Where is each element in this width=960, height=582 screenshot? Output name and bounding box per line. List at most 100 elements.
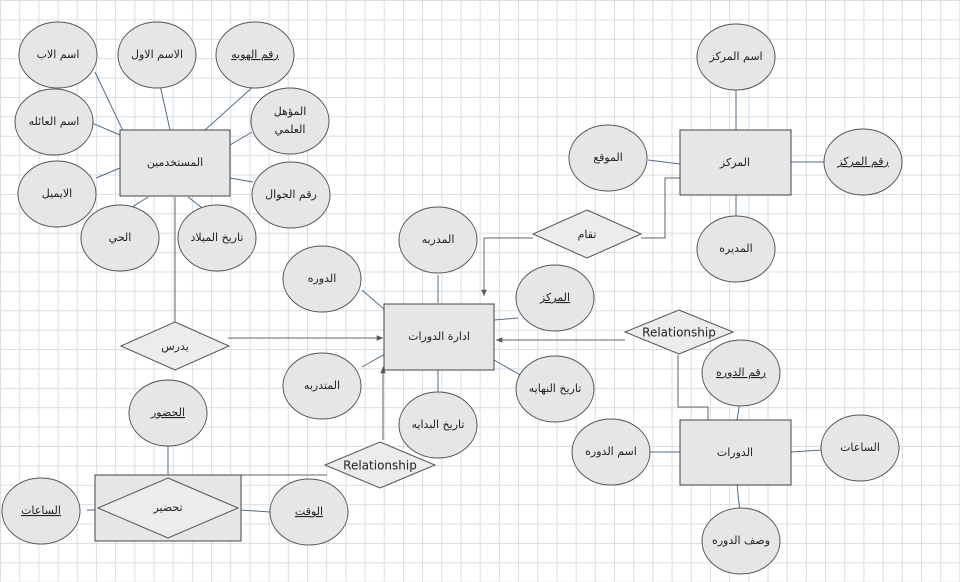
flow-line — [481, 237, 533, 296]
attribute-family-name[interactable]: اسم العائله — [14, 88, 94, 156]
connector — [493, 317, 519, 321]
attribute-ellipse — [251, 161, 331, 229]
flow-line — [677, 355, 709, 420]
attribute-ellipse — [398, 206, 478, 274]
relationship-diamond — [323, 441, 437, 489]
identifying-relationship — [96, 477, 240, 539]
attribute-course-hours[interactable]: الساعات — [820, 414, 900, 482]
attribute-label: المركز — [539, 291, 570, 304]
connector — [790, 449, 823, 453]
attribute-location[interactable]: الموقع — [568, 124, 648, 192]
entity-label: تحضير — [152, 501, 182, 514]
entity-box — [119, 129, 231, 197]
attribute-trainer[interactable]: المدربه — [398, 206, 478, 274]
attribute-end-date[interactable]: تاريخ النهايه — [515, 355, 595, 423]
attribute-course[interactable]: الدوره — [282, 245, 362, 313]
attribute-father-name[interactable]: اسم الاب — [18, 21, 98, 89]
attribute-ellipse — [696, 215, 776, 283]
attribute-ellipse — [282, 352, 362, 420]
attribute-birth-date[interactable]: تاريخ الميلاد — [177, 204, 257, 272]
attribute-label: العلمي — [275, 123, 306, 136]
attribute-center-manager[interactable]: المديره — [696, 215, 776, 283]
attribute-id-number[interactable]: رقم الهويه — [215, 21, 295, 89]
relationship-label: Relationship — [642, 326, 716, 340]
relationship-teaches[interactable]: يدرس — [119, 321, 231, 371]
attribute-ellipse — [568, 124, 648, 192]
attribute-ellipse — [1, 477, 81, 545]
attribute-start-date[interactable]: تاريخ البدايه — [398, 391, 478, 459]
attribute-ellipse — [515, 264, 595, 332]
relationship-label: Relationship — [343, 459, 417, 473]
attribute-ellipse — [701, 507, 781, 575]
relationship-diamond — [531, 209, 643, 259]
attribute-ellipse — [215, 21, 295, 89]
attribute-label: الساعات — [21, 504, 61, 517]
relationship-diamond — [623, 309, 735, 355]
connector — [493, 359, 523, 377]
entity-users[interactable]: المستخدمين — [119, 129, 231, 197]
entity-courses[interactable]: الدورات — [679, 419, 792, 486]
attribute-label: اسم الدوره — [585, 445, 637, 458]
attribute-ellipse — [701, 339, 781, 407]
attribute-attendance-hours[interactable]: الساعات — [1, 477, 81, 545]
attribute-label: اسم العائله — [29, 115, 80, 128]
attribute-ellipse — [250, 87, 330, 155]
relationship-belongs-to[interactable]: تقام — [531, 209, 643, 259]
relationship-label: يدرس — [161, 340, 189, 353]
entity-center[interactable]: المركز — [679, 129, 792, 196]
connector — [239, 509, 271, 513]
attribute-label: تاريخ النهايه — [529, 382, 582, 395]
attribute-label: الساعات — [840, 441, 880, 454]
connector — [361, 353, 386, 368]
attribute-course-name[interactable]: اسم الدوره — [571, 418, 651, 486]
relationship-courses[interactable]: Relationship — [623, 309, 735, 355]
attribute-label: المؤهل — [274, 105, 307, 118]
attribute-mgmt-center[interactable]: المركز — [515, 264, 595, 332]
attribute-ellipse — [696, 23, 776, 91]
attribute-label: الايميل — [42, 187, 72, 200]
attribute-ellipse — [18, 21, 98, 89]
attribute-ellipse — [128, 379, 208, 447]
entity-label: المستخدمين — [147, 156, 203, 169]
attribute-course-number[interactable]: رقم الدوره — [701, 339, 781, 407]
attribute-label: المديره — [719, 242, 752, 255]
attribute-label: رقم المركز — [836, 155, 889, 168]
attribute-ellipse — [269, 478, 349, 546]
entity-box — [679, 419, 792, 486]
attribute-ellipse — [282, 245, 362, 313]
attribute-qualification[interactable]: المؤهل العلمي — [250, 87, 330, 155]
attribute-label: الدوره — [308, 272, 337, 285]
relationship-lines — [174, 177, 709, 476]
attribute-label: وصف الدوره — [712, 534, 770, 547]
attribute-ellipse — [820, 414, 900, 482]
attribute-label: تاريخ الميلاد — [191, 231, 244, 244]
attribute-ellipse — [823, 128, 903, 196]
attribute-ellipse — [571, 418, 651, 486]
attribute-district[interactable]: الحي — [80, 204, 160, 272]
attribute-label: تاريخ البدايه — [412, 418, 465, 431]
connector — [91, 122, 121, 136]
weak-entity-attendance[interactable]: تحضير — [94, 474, 242, 542]
attribute-label: المتدربه — [304, 379, 340, 392]
attribute-center-number[interactable]: رقم المركز — [823, 128, 903, 196]
attribute-time[interactable]: الوقت — [269, 478, 349, 546]
entity-course-management[interactable]: ادارة الدورات — [383, 303, 495, 371]
attribute-label: الاسم الاول — [131, 48, 183, 61]
attribute-label: رقم الجوال — [265, 188, 317, 201]
relationship-diamond — [119, 321, 231, 371]
attribute-label: المدربه — [422, 233, 455, 246]
attribute-label: الوقت — [295, 505, 323, 518]
attribute-mobile[interactable]: رقم الجوال — [251, 161, 331, 229]
attribute-ellipse — [515, 355, 595, 423]
attribute-presence[interactable]: الحضور — [128, 379, 208, 447]
relationship-attendance[interactable]: Relationship — [323, 441, 437, 489]
attribute-email[interactable]: الايميل — [17, 160, 97, 228]
connector — [361, 289, 386, 311]
connector — [204, 84, 256, 131]
attribute-center-name[interactable]: اسم المركز — [696, 23, 776, 91]
attribute-trainee[interactable]: المتدربه — [282, 352, 362, 420]
attribute-first-name[interactable]: الاسم الاول — [117, 21, 197, 89]
relationship-label: تقام — [578, 228, 597, 241]
attribute-course-description[interactable]: وصف الدوره — [701, 507, 781, 575]
